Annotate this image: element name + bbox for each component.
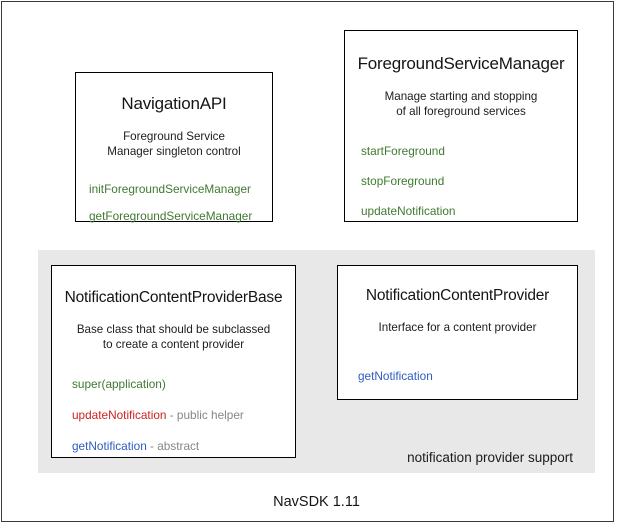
class-description-line: of all foreground services (396, 104, 526, 118)
sdk-version-label: NavSDK 1.11 (273, 494, 360, 510)
class-member-list: initForegroundServiceManager getForegrou… (76, 182, 272, 223)
class-description-line: Manager singleton control (107, 144, 241, 158)
member-name: getNotification (72, 438, 147, 453)
class-member[interactable]: startForeground (361, 144, 577, 158)
group-caption: notification provider support (407, 450, 573, 465)
class-description: Interface for a content provider (338, 321, 577, 336)
class-box-notification-content-provider-base[interactable]: NotificationContentProviderBase Base cla… (51, 265, 296, 458)
member-name: startForeground (361, 143, 445, 158)
class-title: NavigationAPI (121, 94, 227, 113)
diagram-outer-frame (1, 1, 614, 522)
class-description-line: to create a content provider (102, 337, 245, 351)
class-title: NotificationContentProvider (365, 287, 550, 304)
member-name: stopForeground (361, 173, 445, 188)
class-box-navigation-api[interactable]: NavigationAPI Foreground Service Manager… (75, 72, 273, 223)
member-note: - abstract (146, 438, 200, 453)
member-name: updateNotification (361, 203, 456, 218)
class-member[interactable]: getNotification (358, 369, 577, 383)
class-box-foreground-service-manager[interactable]: ForegroundServiceManager Manage starting… (344, 30, 578, 222)
class-member-list: super(application) updateNotification - … (52, 377, 295, 453)
class-member[interactable]: getNotification - abstract (72, 439, 295, 453)
class-member[interactable]: super(application) (72, 377, 295, 391)
class-description: Base class that should be subclassed to … (52, 323, 295, 353)
class-description-line: Interface for a content provider (378, 321, 537, 334)
member-name: updateNotification (72, 407, 167, 422)
class-member-list: startForeground stopForeground updateNot… (345, 144, 577, 218)
class-box-notification-content-provider[interactable]: NotificationContentProvider Interface fo… (337, 265, 578, 400)
class-title: ForegroundServiceManager (357, 54, 565, 73)
class-member[interactable]: initForegroundServiceManager (89, 182, 272, 196)
member-name: initForegroundServiceManager (89, 181, 251, 196)
class-member[interactable]: updateNotification - public helper (72, 408, 295, 422)
class-member[interactable]: updateNotification (361, 204, 577, 218)
class-description-line: Foreground Service (123, 130, 225, 143)
class-member-list: getNotification (338, 369, 577, 383)
class-member[interactable]: stopForeground (361, 174, 577, 188)
member-name: getForegroundServiceManager (89, 208, 253, 223)
class-description: Manage starting and stopping of all fore… (345, 90, 577, 120)
class-description: Foreground Service Manager singleton con… (76, 130, 272, 160)
class-member[interactable]: getForegroundServiceManager (89, 209, 272, 223)
member-name: getNotification (358, 368, 433, 383)
member-name: super(application) (72, 376, 166, 391)
class-title: NotificationContentProviderBase (64, 289, 283, 306)
class-description-line: Manage starting and stopping (384, 90, 538, 103)
class-description-line: Base class that should be subclassed (76, 323, 271, 336)
member-note: - public helper (166, 407, 244, 422)
